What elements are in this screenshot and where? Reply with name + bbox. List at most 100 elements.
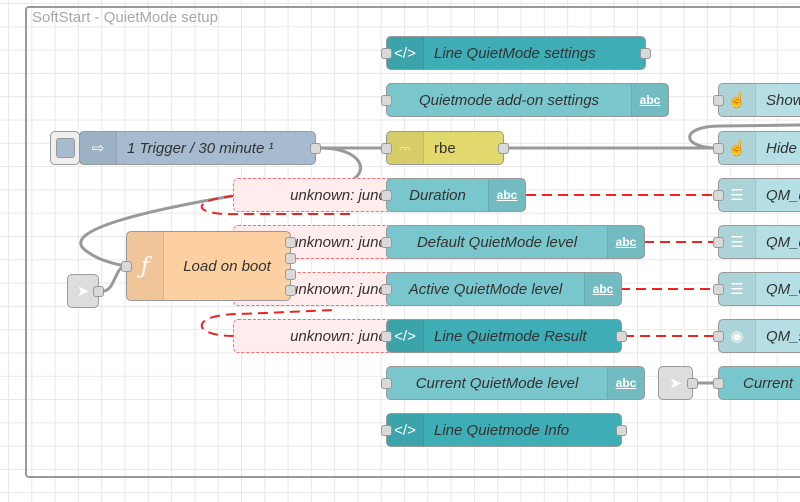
rbe-icon: ⎓ bbox=[387, 132, 424, 164]
node-label: Show bbox=[766, 91, 800, 109]
input-port[interactable] bbox=[713, 95, 724, 106]
node-label: Current QuietMode level bbox=[415, 374, 579, 392]
input-port[interactable] bbox=[381, 95, 392, 106]
node-active-quietmode-level[interactable]: Active QuietMode level abc bbox=[381, 272, 622, 306]
node-line-quietmode-settings[interactable]: </> Line QuietMode settings bbox=[381, 36, 651, 70]
node-qm-d[interactable]: ☰ QM_d bbox=[713, 178, 800, 212]
code-icon: </> bbox=[387, 414, 424, 446]
broken-wire-1 bbox=[200, 195, 350, 216]
broken-wire-2 bbox=[200, 309, 336, 337]
node-label: Duration bbox=[409, 186, 466, 204]
output-port[interactable] bbox=[498, 143, 509, 154]
output-port[interactable] bbox=[285, 237, 296, 248]
node-line-quietmode-info[interactable]: </> Line Quietmode Info bbox=[381, 413, 627, 447]
input-port[interactable] bbox=[713, 237, 724, 248]
node-label: Quietmode add-on settings bbox=[418, 91, 600, 109]
group-softstart-quietmode[interactable] bbox=[25, 6, 800, 478]
list-icon: ☰ bbox=[719, 179, 756, 211]
node-label: QM_d bbox=[766, 233, 800, 251]
input-port[interactable] bbox=[713, 331, 724, 342]
input-port[interactable] bbox=[381, 48, 392, 59]
input-port[interactable] bbox=[713, 190, 724, 201]
node-label: Line QuietMode settings bbox=[434, 44, 596, 62]
input-port[interactable] bbox=[121, 261, 132, 272]
link-in-icon: ➤ bbox=[669, 375, 682, 392]
wire-junction-func bbox=[79, 194, 233, 268]
node-label: rbe bbox=[434, 139, 456, 157]
node-load-on-boot[interactable]: ƒ Load on boot bbox=[121, 231, 296, 301]
node-show[interactable]: ☝ Show bbox=[713, 83, 800, 117]
node-label: QM_a bbox=[766, 280, 800, 298]
node-default-quietmode-level[interactable]: Default QuietMode level abc bbox=[381, 225, 645, 259]
input-port[interactable] bbox=[381, 190, 392, 201]
output-port[interactable] bbox=[310, 143, 321, 154]
output-port[interactable] bbox=[640, 48, 651, 59]
node-qm-s[interactable]: ◉ QM_s bbox=[713, 319, 800, 353]
unknown-node-label: unknown: junc bbox=[290, 327, 386, 345]
input-port[interactable] bbox=[713, 143, 724, 154]
input-port[interactable] bbox=[713, 284, 724, 295]
input-port[interactable] bbox=[381, 237, 392, 248]
node-label: Hide bbox=[766, 139, 797, 157]
inject-button[interactable] bbox=[50, 131, 80, 165]
output-port[interactable] bbox=[616, 331, 627, 342]
output-port[interactable] bbox=[616, 425, 627, 436]
node-trigger-30-minute[interactable]: ⇨ 1 Trigger / 30 minute ¹ bbox=[79, 131, 321, 165]
node-current-quietmode-level[interactable]: Current QuietMode level abc bbox=[381, 366, 645, 400]
input-port[interactable] bbox=[381, 378, 392, 389]
node-label: Load on boot bbox=[183, 257, 271, 275]
output-port[interactable] bbox=[285, 253, 296, 264]
switch-icon: ◉ bbox=[719, 320, 756, 352]
node-label: Current bbox=[742, 374, 794, 392]
input-port[interactable] bbox=[381, 284, 392, 295]
text-output-icon: abc bbox=[607, 226, 644, 258]
code-icon: </> bbox=[387, 320, 424, 352]
text-output-icon: abc bbox=[488, 179, 525, 211]
node-qm-a[interactable]: ☰ QM_a bbox=[713, 272, 800, 306]
node-label: Line Quietmode Result bbox=[434, 327, 587, 345]
wire-trigger-junction bbox=[319, 146, 363, 182]
text-output-icon: abc bbox=[584, 273, 621, 305]
arrow-right-icon: ⇨ bbox=[80, 132, 117, 164]
node-qm-d-2[interactable]: ☰ QM_d bbox=[713, 225, 800, 259]
node-hide[interactable]: ☝ Hide bbox=[713, 131, 800, 165]
node-link-in[interactable]: ➤ bbox=[658, 366, 698, 400]
unknown-node-label: unknown: junc bbox=[290, 233, 386, 251]
list-icon: ☰ bbox=[719, 273, 756, 305]
unknown-node-label: unknown: junc bbox=[290, 186, 386, 204]
node-link-in[interactable]: ➤ bbox=[67, 274, 104, 308]
unknown-junction-node[interactable]: unknown: junc bbox=[233, 178, 393, 212]
node-line-quietmode-result[interactable]: </> Line Quietmode Result bbox=[381, 319, 627, 353]
node-label: Active QuietMode level bbox=[408, 280, 563, 298]
input-port[interactable] bbox=[381, 331, 392, 342]
list-icon: ☰ bbox=[719, 226, 756, 258]
output-port[interactable] bbox=[687, 378, 698, 389]
output-port[interactable] bbox=[93, 286, 104, 297]
function-icon: ƒ bbox=[127, 232, 164, 300]
hand-icon: ☝ bbox=[719, 84, 756, 116]
text-output-icon: abc bbox=[607, 367, 644, 399]
code-icon: </> bbox=[387, 37, 424, 69]
node-quietmode-addon-settings[interactable]: Quietmode add-on settings abc bbox=[381, 83, 669, 117]
hand-icon: ☝ bbox=[719, 132, 756, 164]
node-label: Line Quietmode Info bbox=[434, 421, 570, 439]
input-port[interactable] bbox=[381, 143, 392, 154]
wire-hide-loop bbox=[688, 123, 800, 150]
node-label: QM_s bbox=[766, 327, 800, 345]
node-rbe[interactable]: ⎓ rbe bbox=[381, 131, 509, 165]
link-in-icon: ➤ bbox=[76, 283, 90, 300]
input-port[interactable] bbox=[713, 378, 724, 389]
unknown-junction-node[interactable]: unknown: junc bbox=[233, 319, 393, 353]
output-port[interactable] bbox=[285, 269, 296, 280]
output-port[interactable] bbox=[285, 285, 296, 296]
node-duration[interactable]: Duration abc bbox=[381, 178, 526, 212]
group-label: SoftStart - QuietMode setup bbox=[32, 9, 218, 26]
node-label: QM_d bbox=[766, 186, 800, 204]
node-current[interactable]: Current bbox=[713, 366, 800, 400]
input-port[interactable] bbox=[381, 425, 392, 436]
node-label: Default QuietMode level bbox=[416, 233, 578, 251]
node-label: 1 Trigger / 30 minute ¹ bbox=[127, 139, 274, 157]
text-output-icon: abc bbox=[631, 84, 668, 116]
